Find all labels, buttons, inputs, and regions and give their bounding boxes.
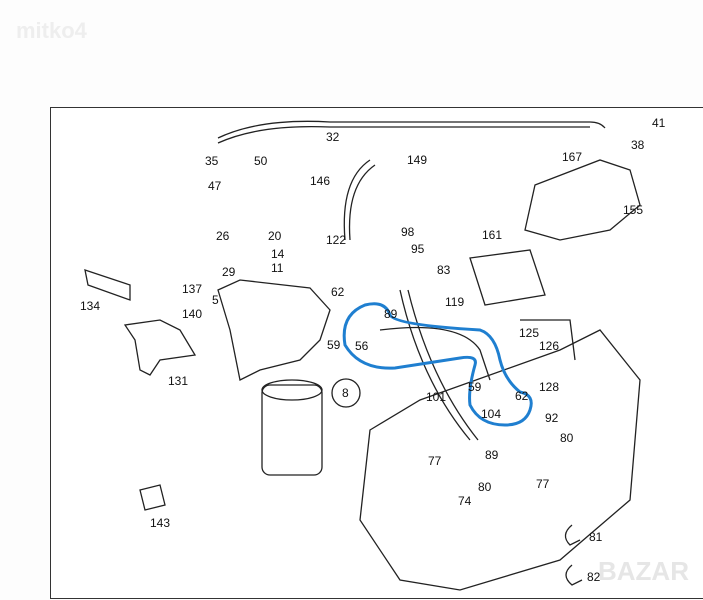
label-104: 104 [481, 407, 502, 421]
bracket-131 [123, 319, 197, 376]
label-119: 119 [445, 295, 465, 309]
bracket-143 [139, 484, 166, 511]
label-74: 74 [458, 494, 472, 508]
diagram-frame [50, 107, 703, 599]
label-80: 80 [560, 431, 574, 445]
label-77: 77 [428, 454, 442, 468]
label-80b: 80 [478, 480, 492, 494]
label-122: 122 [326, 233, 347, 247]
highlight-outline [342, 302, 533, 427]
label-5: 5 [212, 293, 219, 307]
label-59b: 59 [468, 380, 482, 394]
oil-filter [261, 384, 323, 476]
label-26: 26 [216, 229, 230, 243]
label-41: 41 [652, 116, 666, 130]
label-101: 101 [426, 390, 447, 404]
label-128: 128 [539, 380, 560, 394]
label-62: 62 [331, 285, 345, 299]
label-82: 82 [587, 570, 601, 584]
watermark-bazar: BAZAR [598, 556, 689, 586]
filter-housing [217, 279, 331, 381]
label-35: 35 [205, 154, 219, 168]
bracket-134 [84, 269, 131, 301]
label-11: 11 [271, 261, 284, 275]
label-131: 131 [168, 374, 189, 388]
label-126: 126 [539, 339, 560, 353]
label-56: 56 [355, 339, 369, 353]
label-8: 8 [342, 386, 349, 400]
label-95: 95 [411, 242, 425, 256]
label-143: 143 [150, 516, 171, 530]
clamp-81 [564, 524, 581, 546]
label-29: 29 [222, 265, 236, 279]
label-81: 81 [589, 530, 603, 544]
label-77b: 77 [536, 477, 550, 491]
label-20: 20 [268, 229, 282, 243]
label-149: 149 [407, 153, 428, 167]
label-89b: 89 [485, 448, 499, 462]
label-161: 161 [482, 228, 503, 242]
label-59: 59 [327, 338, 341, 352]
label-98: 98 [401, 225, 415, 239]
label-14: 14 [271, 247, 285, 261]
label-92: 92 [545, 411, 559, 425]
label-62b: 62 [515, 389, 529, 403]
pump-155 [524, 159, 641, 241]
label-50: 50 [254, 154, 268, 168]
gasket-161 [469, 249, 546, 306]
label-47: 47 [208, 179, 222, 193]
label-146: 146 [310, 174, 331, 188]
label-83: 83 [437, 263, 451, 277]
watermark-mitko4: mitko4 [16, 18, 87, 43]
label-155: 155 [623, 203, 644, 217]
label-140: 140 [182, 307, 203, 321]
injection-pump-body [359, 329, 641, 591]
callout-circle-8 [331, 378, 361, 408]
fuel-line-32 [217, 120, 606, 139]
label-134: 134 [80, 299, 101, 313]
label-125: 125 [519, 326, 540, 340]
clamp-82 [565, 564, 583, 586]
label-167: 167 [562, 150, 583, 164]
label-137: 137 [182, 282, 203, 296]
label-32: 32 [326, 130, 340, 144]
label-38: 38 [631, 138, 645, 152]
label-89: 89 [384, 307, 398, 321]
